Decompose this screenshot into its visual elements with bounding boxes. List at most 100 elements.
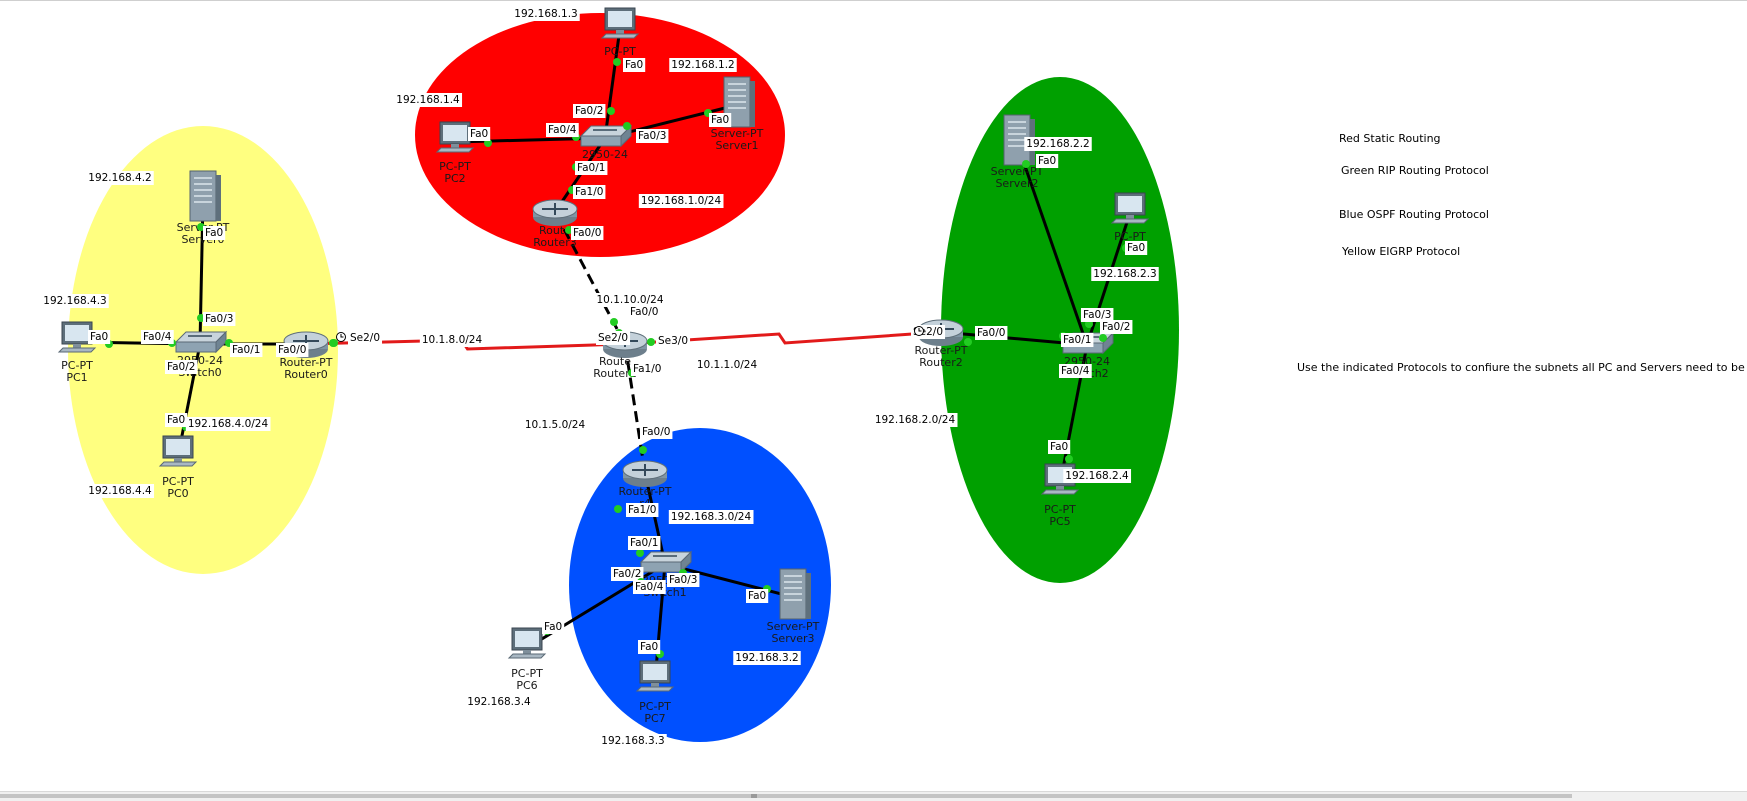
port-label: Se2/0 bbox=[598, 332, 628, 344]
port-label: Fa1/0 bbox=[575, 186, 603, 198]
port-label: Fa0 bbox=[1127, 242, 1145, 254]
device-model-label: Router-PT bbox=[914, 344, 967, 357]
port-label: Fa0 bbox=[205, 227, 223, 239]
port-dot bbox=[1022, 160, 1030, 168]
net-red-label: 192.168.1.0/24 bbox=[641, 195, 722, 207]
link-router1-router2 bbox=[624, 330, 942, 346]
port-label: Fa0/3 bbox=[669, 574, 697, 586]
device-name-label: Router0 bbox=[284, 368, 327, 381]
port-label: Fa0/0 bbox=[630, 306, 658, 318]
device-pc3[interactable]: PC-PT bbox=[600, 7, 640, 58]
port-label: Fa0/1 bbox=[232, 344, 260, 356]
switch-icon bbox=[579, 124, 633, 148]
device-model-label: Route bbox=[599, 355, 631, 368]
port-dot bbox=[614, 505, 622, 513]
device-model-label: Router-PT bbox=[279, 356, 332, 369]
port-label: Fa0/4 bbox=[635, 581, 664, 593]
port-dot bbox=[1065, 455, 1073, 463]
server-icon bbox=[779, 568, 811, 620]
pc-icon bbox=[600, 7, 640, 39]
pc-icon bbox=[158, 435, 198, 467]
port-label: Fa0/2 bbox=[613, 568, 641, 580]
port-label: Fa0 bbox=[470, 128, 488, 140]
device-name-label: Server1 bbox=[715, 139, 758, 152]
device-switch3[interactable]: 2950-24 bbox=[579, 124, 633, 161]
port-label: Se2/0 bbox=[350, 332, 380, 344]
device-name-label: PC6 bbox=[516, 679, 537, 692]
ip-server1-label: 192.168.1.2 bbox=[671, 59, 734, 71]
port-label: Fa0/4 bbox=[1061, 365, 1090, 377]
port-label: Fa0 bbox=[1038, 155, 1056, 167]
ip-pc3-label: 192.168.1.3 bbox=[514, 8, 577, 20]
link-switch3-pc3 bbox=[603, 27, 622, 139]
net-r0-r1-label: 10.1.8.0/24 bbox=[422, 334, 483, 346]
device-name-label: PC1 bbox=[66, 371, 87, 384]
port-label: Fa0/3 bbox=[205, 313, 233, 325]
port-label: Fa0/0 bbox=[573, 227, 601, 239]
switch-icon bbox=[639, 550, 693, 574]
pc-icon bbox=[1110, 192, 1150, 224]
port-dot bbox=[647, 338, 655, 346]
port-label: Fa0/3 bbox=[1083, 309, 1111, 321]
port-label: Se3/0 bbox=[658, 335, 688, 347]
link-router4-switch1 bbox=[643, 472, 667, 565]
port-dot bbox=[329, 339, 337, 347]
net-blue-label: 192.168.3.0/24 bbox=[671, 511, 752, 523]
device-name-label: PC0 bbox=[167, 487, 188, 500]
ip-pc1-label: 192.168.4.3 bbox=[43, 295, 106, 307]
ip-labels-layer: 192.168.1.3192.168.1.2192.168.1.4192.168… bbox=[41, 7, 1159, 748]
device-model-label: Route bbox=[539, 224, 571, 237]
port-dot bbox=[964, 338, 972, 346]
device-pc4[interactable]: PC-PT bbox=[1110, 192, 1150, 243]
device-model-label: PC-PT bbox=[604, 45, 636, 58]
clock-icon bbox=[336, 332, 346, 342]
device-model-label: PC-PT bbox=[61, 359, 93, 372]
router-icon bbox=[532, 199, 578, 226]
pc-icon bbox=[507, 627, 547, 659]
link-switch1-server3 bbox=[664, 562, 794, 599]
port-dot bbox=[613, 58, 621, 66]
canvas-top-border bbox=[0, 0, 1747, 1]
pc-icon bbox=[635, 660, 675, 692]
port-label: Fa0/1 bbox=[1063, 334, 1091, 346]
device-model-label: PC-PT bbox=[639, 700, 671, 713]
horizontal-scrollbar[interactable] bbox=[0, 791, 1747, 801]
device-model-label: PC-PT bbox=[162, 475, 194, 488]
port-label: Fa0/4 bbox=[548, 124, 577, 136]
port-label: Fa0 bbox=[90, 331, 108, 343]
device-name-label: PC2 bbox=[444, 172, 465, 185]
port-label: Fa0 bbox=[748, 590, 766, 602]
port-label: Fa1/0 bbox=[633, 363, 661, 375]
port-label: Fa0/2 bbox=[167, 361, 195, 373]
ip-pc7-label: 192.168.3.3 bbox=[601, 735, 664, 747]
scrollbar-thumb[interactable] bbox=[0, 794, 1572, 798]
ip-pc0-label: 192.168.4.4 bbox=[88, 485, 152, 497]
device-name-label: PC5 bbox=[1049, 515, 1070, 528]
port-label: Fa0 bbox=[544, 621, 562, 633]
port-dot bbox=[607, 107, 615, 115]
device-name-label: Router2 bbox=[919, 356, 962, 369]
net-r1-r4-label: 10.1.5.0/24 bbox=[525, 419, 586, 431]
link-switch3-pc2 bbox=[454, 136, 606, 144]
ip-pc6-label: 192.168.3.4 bbox=[467, 696, 531, 708]
device-model-label: 2950-24 bbox=[582, 148, 628, 161]
scrollbar-grip[interactable] bbox=[751, 794, 757, 798]
port-label: Fa0 bbox=[1050, 441, 1068, 453]
port-dot bbox=[623, 122, 631, 130]
port-label: Fa0/0 bbox=[977, 327, 1005, 339]
port-label: Fa0/0 bbox=[642, 426, 670, 438]
port-dot bbox=[610, 318, 618, 326]
pc-icon bbox=[57, 321, 97, 353]
port-dot bbox=[636, 549, 644, 557]
